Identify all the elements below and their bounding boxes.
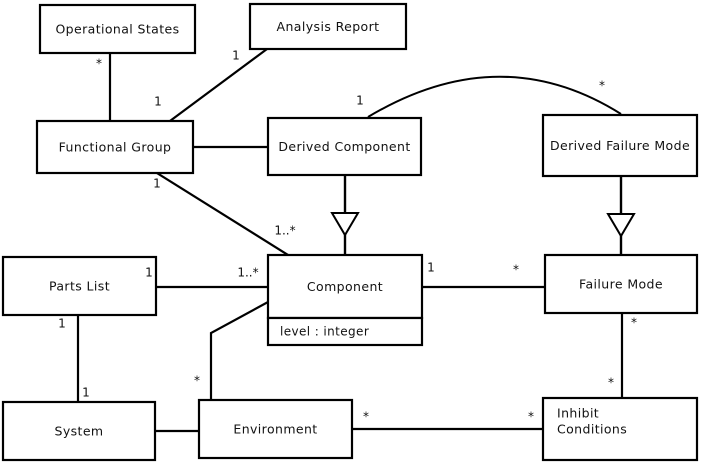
class-name-inhibit-conditions-line2: Conditions xyxy=(557,422,627,437)
class-box-derived-component[interactable] xyxy=(266,116,423,177)
multiplicity-layer: * 1 1 1 1 1..* * 1 1..* 1 1 1 * * * * * * xyxy=(58,49,637,424)
multiplicity-label: * xyxy=(608,376,614,390)
class-box-failure-mode[interactable] xyxy=(543,253,699,315)
class-name-system: System xyxy=(54,424,103,439)
class-name-operational-states: Operational States xyxy=(55,22,179,37)
multiplicity-label: 1 xyxy=(427,261,435,275)
associations-layer xyxy=(76,47,624,433)
multiplicity-label: 1 xyxy=(154,95,162,109)
class-name-derived-failure-mode: Derived Failure Mode xyxy=(550,138,690,153)
class-box-environment[interactable] xyxy=(197,398,354,460)
multiplicity-label: 1 xyxy=(232,49,240,63)
association-component--environment[interactable] xyxy=(209,300,270,402)
class-box-analysis-report[interactable] xyxy=(248,2,408,51)
generalization-arrow-icon xyxy=(606,213,636,238)
class-name-functional-group: Functional Group xyxy=(59,140,172,155)
multiplicity-label: 1..* xyxy=(237,266,258,280)
class-box-inhibit-conditions[interactable] xyxy=(541,396,699,462)
multiplicity-label: * xyxy=(96,57,102,71)
class-name-failure-mode: Failure Mode xyxy=(579,277,663,292)
class-box-derived-failure-mode[interactable] xyxy=(541,113,699,178)
multiplicity-label: 1 xyxy=(58,317,66,331)
multiplicity-label: 1 xyxy=(153,177,161,191)
class-attributes-box-component[interactable] xyxy=(266,316,424,347)
multiplicity-label: 1 xyxy=(356,94,364,108)
class-box-system[interactable] xyxy=(1,400,157,462)
association-functional-group--component[interactable] xyxy=(155,171,290,257)
class-name-parts-list: Parts List xyxy=(49,279,110,294)
class-attribute-component-0: level : integer xyxy=(280,325,369,339)
generalizations-layer xyxy=(330,175,636,255)
class-name-component: Component xyxy=(307,279,383,294)
association-analysis-report--functional-group[interactable] xyxy=(168,47,269,123)
multiplicity-label: * xyxy=(631,316,637,330)
multiplicity-label: * xyxy=(363,410,369,424)
multiplicity-label: * xyxy=(513,263,519,277)
association-derived-component--derived-failure-mode[interactable] xyxy=(367,75,622,118)
class-box-component[interactable] xyxy=(266,253,424,320)
class-box-operational-states[interactable] xyxy=(38,3,197,55)
multiplicity-label: * xyxy=(194,374,200,388)
multiplicity-label: * xyxy=(599,79,605,93)
class-name-analysis-report: Analysis Report xyxy=(277,19,380,34)
multiplicity-label: 1 xyxy=(82,386,90,400)
class-name-inhibit-conditions: Inhibit xyxy=(557,406,599,421)
class-name-environment: Environment xyxy=(233,422,317,437)
multiplicity-label: 1 xyxy=(145,266,153,280)
generalization-arrow-icon xyxy=(330,212,360,237)
class-box-parts-list[interactable] xyxy=(1,255,158,317)
multiplicity-label: * xyxy=(528,410,534,424)
multiplicity-label: 1..* xyxy=(274,224,295,238)
class-box-functional-group[interactable] xyxy=(35,119,195,175)
class-name-derived-component: Derived Component xyxy=(278,139,410,154)
